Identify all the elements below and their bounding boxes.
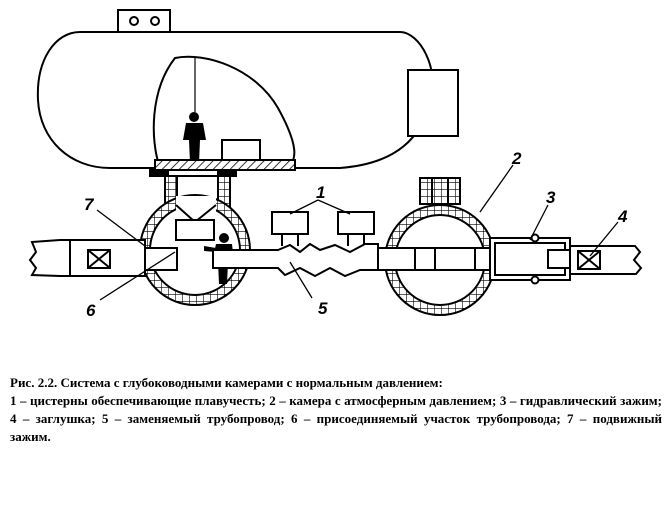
caption-body: 1 – цистерны обеспечивающие плавучесть; … — [10, 393, 662, 444]
access-shaft-right — [419, 177, 461, 205]
label-1: 1 — [316, 183, 325, 202]
figure-caption: Рис. 2.2. Система с глубоководными камер… — [10, 374, 662, 446]
lifting-bracket — [117, 9, 171, 33]
leader-lines — [96, 164, 619, 301]
caption-title: Рис. 2.2. Система с глубоководными камер… — [10, 375, 443, 390]
label-7: 7 — [84, 195, 95, 214]
label-6: 6 — [86, 301, 96, 320]
support-vessel — [36, 31, 459, 169]
operator-figure-top — [183, 112, 206, 163]
hydraulic-clamp — [489, 233, 571, 285]
buoyancy-tanks — [271, 211, 375, 246]
label-3: 3 — [546, 188, 556, 207]
deck-plate — [154, 159, 296, 171]
diagram: 7 6 1 5 2 3 4 — [28, 9, 643, 320]
pipe-plug — [577, 250, 601, 270]
connected-pipe-section — [144, 247, 178, 271]
label-4: 4 — [617, 207, 628, 226]
label-5: 5 — [318, 299, 328, 318]
label-2: 2 — [511, 149, 522, 168]
movable-clamp — [69, 240, 111, 276]
